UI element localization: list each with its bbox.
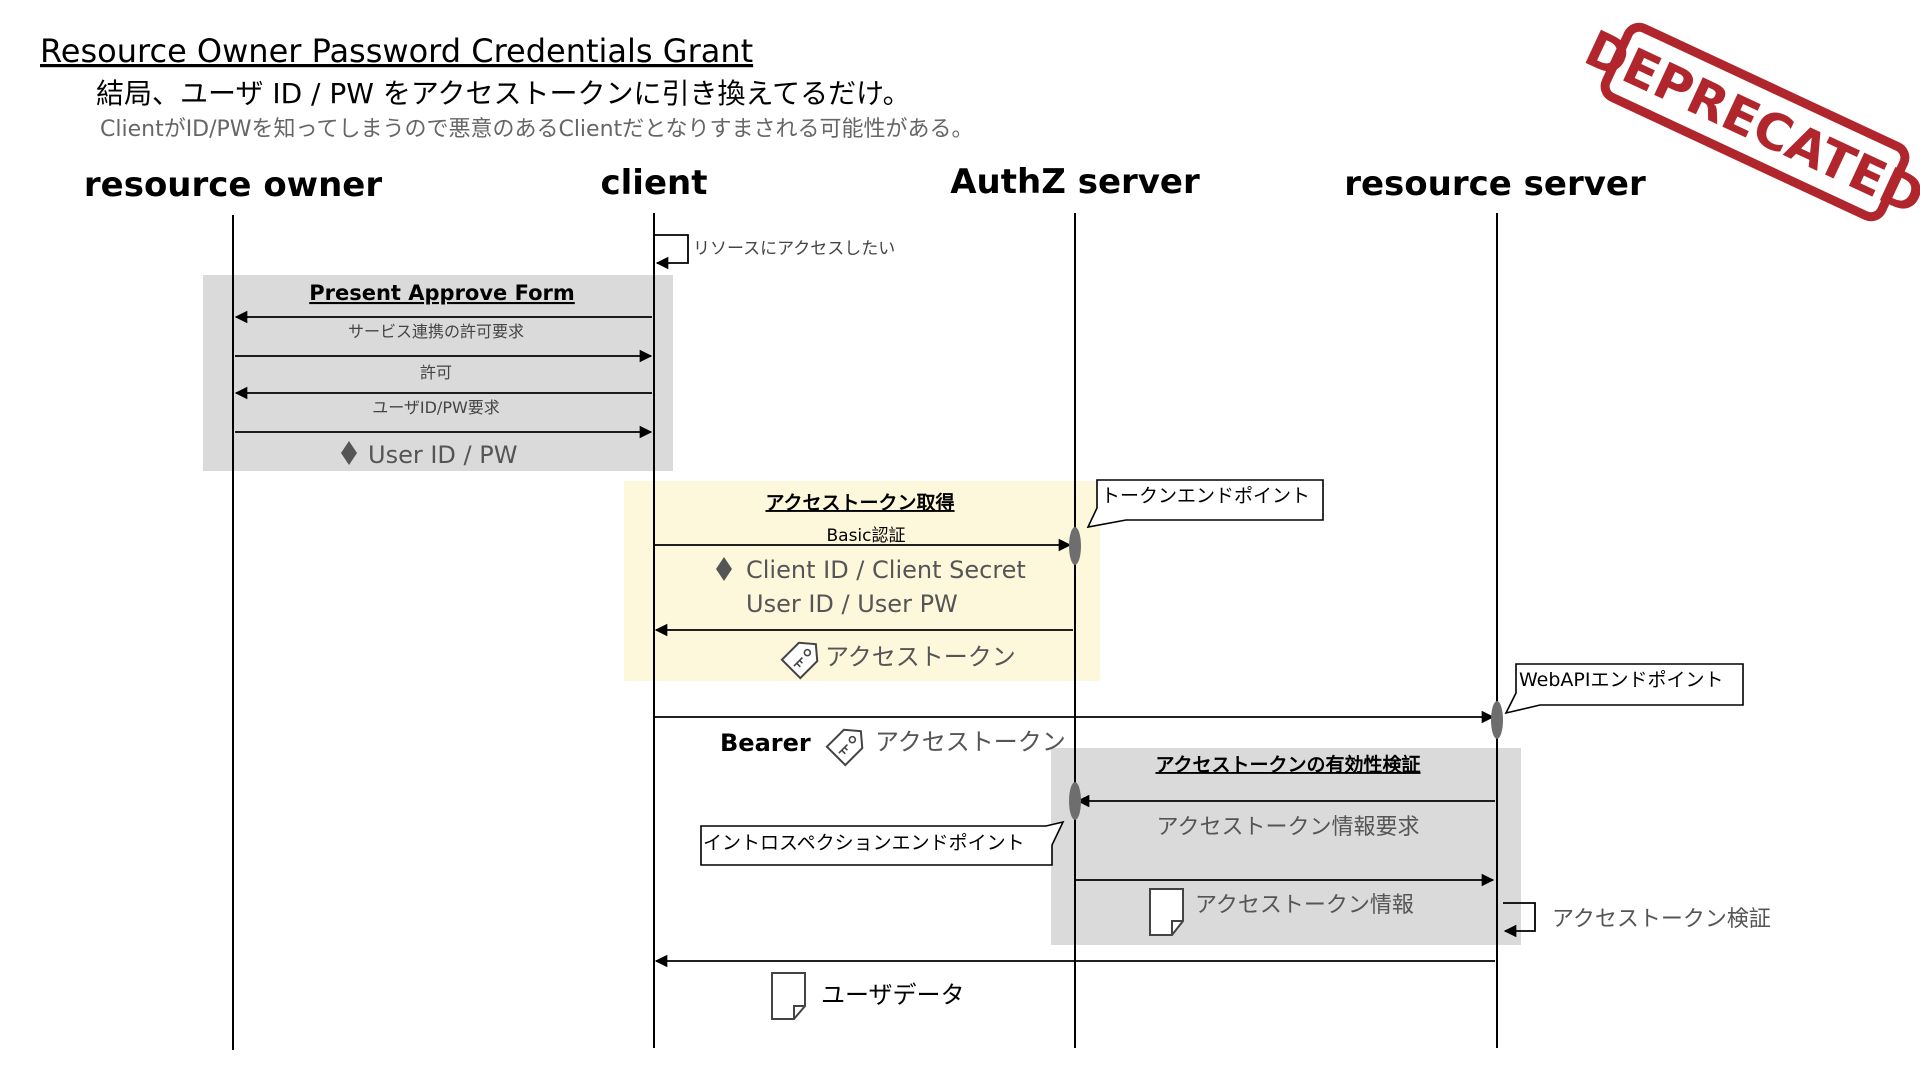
diamond-icon — [341, 441, 357, 465]
label-allow: 許可 — [420, 363, 452, 382]
label-user-credentials-2: User ID / User PW — [746, 590, 958, 618]
document-icon — [1149, 888, 1184, 936]
token-check-arrow — [1503, 902, 1536, 938]
actor-resource-server: resource server — [1344, 164, 1646, 204]
token-endpoint-callout — [1086, 479, 1324, 529]
label-approve-request: サービス連携の許可要求 — [348, 322, 524, 341]
page-title: Resource Owner Password Credentials Gran… — [40, 32, 753, 70]
label-access-token-1: アクセストークン — [825, 643, 1016, 671]
webapi-endpoint-callout — [1504, 663, 1744, 715]
approve-group-title: Present Approve Form — [309, 281, 575, 305]
introspection-endpoint-marker — [1069, 782, 1081, 820]
page-subtitle: 結局、ユーザ ID / PW をアクセストークンに引き換えてるだけ。 — [96, 77, 911, 110]
token-endpoint-label: トークンエンドポイント — [1101, 485, 1310, 507]
label-user-credentials: User ID / PW — [368, 441, 517, 469]
webapi-endpoint-marker — [1491, 701, 1503, 739]
label-token-check: アクセストークン検証 — [1552, 907, 1771, 932]
actor-authz-server: AuthZ server — [950, 162, 1200, 202]
validation-group-box — [1051, 748, 1521, 945]
document-icon — [771, 972, 806, 1020]
token-group-box — [624, 481, 1100, 681]
label-info-request: アクセストークン情報要求 — [1157, 815, 1420, 840]
label-basic-auth: Basic認証 — [826, 526, 905, 546]
label-bearer: Bearer — [720, 729, 811, 757]
label-client-credentials: Client ID / Client Secret — [746, 556, 1026, 584]
introspection-endpoint-label: イントロスペクションエンドポイント — [703, 832, 1025, 854]
self-call-label: リソースにアクセスしたい — [693, 239, 895, 259]
introspection-endpoint-callout — [700, 820, 1065, 866]
token-endpoint-marker — [1069, 527, 1081, 565]
token-group-title: アクセストークン取得 — [765, 491, 954, 514]
label-info: アクセストークン情報 — [1195, 893, 1414, 918]
approve-group-box — [203, 275, 673, 471]
label-id-pw-request: ユーザID/PW要求 — [372, 398, 500, 417]
diamond-icon — [716, 557, 732, 581]
webapi-endpoint-label: WebAPIエンドポイント — [1519, 669, 1723, 691]
actor-resource-owner: resource owner — [84, 165, 382, 205]
actor-client: client — [601, 163, 708, 203]
validation-group-title: アクセストークンの有効性検証 — [1155, 753, 1420, 776]
self-call-arrow — [655, 234, 689, 270]
label-user-data: ユーザデータ — [821, 981, 965, 1009]
key-tag-icon — [825, 728, 864, 767]
label-access-token-2: アクセストークン — [875, 728, 1066, 756]
key-tag-icon — [780, 641, 819, 680]
page-note: ClientがID/PWを知ってしまうので悪意のあるClientだとなりすまされ… — [100, 117, 973, 142]
